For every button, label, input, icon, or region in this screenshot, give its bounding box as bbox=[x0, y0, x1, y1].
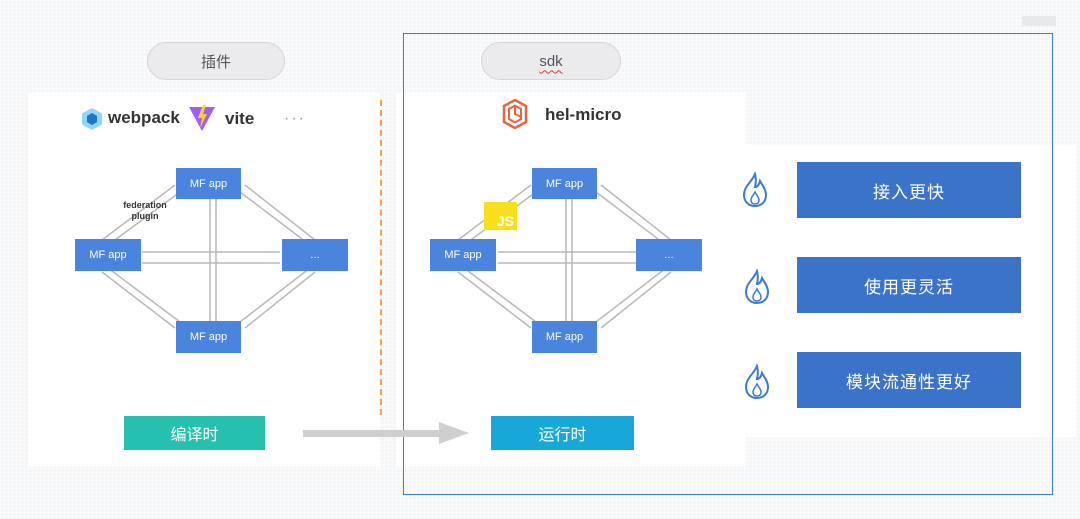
more-logos: ··· bbox=[284, 110, 306, 127]
vite-logo bbox=[188, 104, 216, 132]
hel-micro-icon bbox=[502, 98, 528, 130]
right-node-right: ... bbox=[636, 239, 702, 271]
edge-bottom-right-a bbox=[244, 271, 316, 329]
edge-top-left-b bbox=[107, 191, 181, 246]
hel-micro-logo bbox=[500, 98, 530, 130]
left-panel bbox=[28, 93, 380, 467]
edge-top-right-a bbox=[600, 184, 672, 241]
webpack-logo bbox=[80, 107, 104, 131]
edge-top-right-b bbox=[239, 191, 311, 246]
transition-arrow bbox=[303, 422, 469, 444]
flame-icon bbox=[744, 364, 770, 400]
feature-row-2: 使用更灵活 bbox=[740, 257, 1030, 313]
edge-bottom-right-a bbox=[600, 271, 672, 329]
right-node-left: MF app bbox=[430, 239, 496, 271]
right-node-top: MF app bbox=[532, 168, 597, 199]
left-node-left: MF app bbox=[75, 239, 141, 271]
runtime-tag: 运行时 bbox=[491, 416, 634, 450]
middle-panel bbox=[396, 93, 746, 467]
edge-bottom-right-b bbox=[595, 267, 667, 323]
feature-row-3: 模块流通性更好 bbox=[740, 352, 1030, 408]
edge-bottom-left-a bbox=[457, 271, 532, 329]
edge-bottom-right-b bbox=[239, 267, 311, 323]
plugin-pill-label: 插件 bbox=[200, 53, 231, 71]
federation-plugin-label: federation plugin bbox=[123, 200, 167, 221]
left-node-right: ... bbox=[282, 239, 348, 271]
flame-icon bbox=[744, 269, 770, 305]
vite-icon bbox=[189, 105, 215, 131]
sdk-pill: sdk bbox=[481, 42, 621, 80]
runtime-frame bbox=[403, 33, 1053, 495]
webpack-icon bbox=[82, 108, 102, 130]
feature-3: 模块流通性更好 bbox=[797, 352, 1021, 408]
js-badge: JS bbox=[484, 202, 517, 230]
left-node-bottom: MF app bbox=[176, 321, 241, 353]
plugin-pill: 插件 bbox=[147, 42, 285, 80]
left-graph-edges bbox=[101, 184, 316, 329]
edge-bottom-left-a bbox=[101, 271, 176, 329]
flame-icon bbox=[742, 172, 768, 208]
left-node-top: MF app bbox=[176, 168, 241, 199]
feature-2: 使用更灵活 bbox=[797, 257, 1021, 313]
compile-time-tag: 编译时 bbox=[124, 416, 265, 450]
right-node-bottom: MF app bbox=[532, 321, 597, 353]
edge-bottom-left-b bbox=[463, 267, 537, 323]
edge-top-left-a bbox=[101, 184, 176, 241]
edge-bottom-left-b bbox=[107, 267, 181, 323]
feature-1: 接入更快 bbox=[797, 162, 1021, 218]
vite-label: vite bbox=[225, 109, 255, 128]
webpack-label: webpack bbox=[108, 108, 180, 127]
sdk-pill-label: sdk bbox=[539, 52, 563, 70]
edge-top-right-b bbox=[595, 191, 667, 246]
hel-micro-label: hel-micro bbox=[545, 105, 622, 124]
section-divider bbox=[380, 100, 382, 415]
corner-block bbox=[1022, 16, 1056, 26]
feature-row-1: 接入更快 bbox=[740, 162, 1030, 218]
edge-top-right-a bbox=[244, 184, 316, 241]
